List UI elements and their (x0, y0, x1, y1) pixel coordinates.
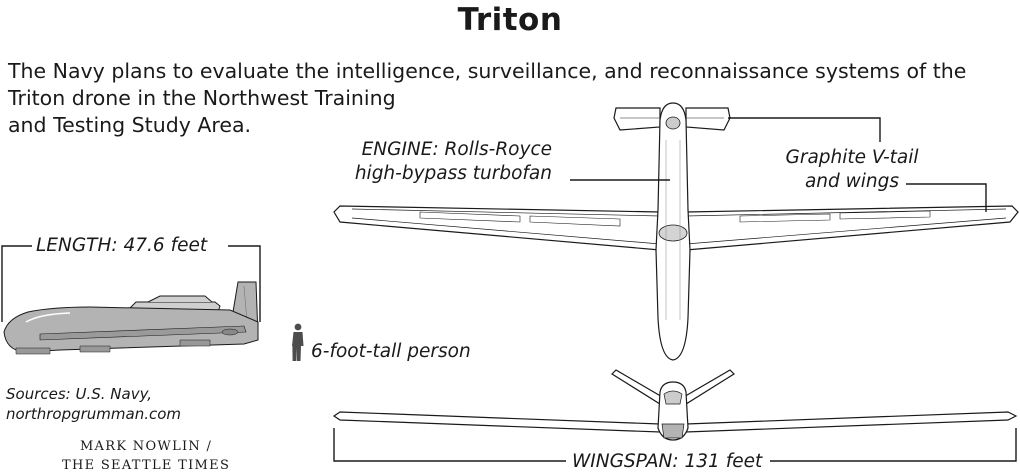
drone-top-view (333, 102, 1019, 361)
tail-label-line-2: and wings (804, 171, 900, 192)
wingspan-bracket-right (770, 428, 1017, 462)
leader-lines (1, 117, 1017, 462)
wingspan-bracket-left (333, 428, 566, 462)
page-title: Triton (457, 2, 563, 38)
person-label: 6-foot-tall person (311, 341, 471, 362)
description-line-3: and Testing Study Area. (8, 113, 252, 137)
description-line-1: The Navy plans to evaluate the intellige… (8, 59, 967, 83)
length-bracket-right (228, 245, 261, 322)
description: The Navy plans to evaluate the intellige… (8, 58, 978, 139)
tail-label: Graphite V-tail and wings (760, 146, 944, 194)
sources: Sources: U.S. Navy, northropgrumman.com (6, 384, 181, 424)
sources-line-1: Sources: U.S. Navy, (6, 385, 153, 403)
length-label: LENGTH: 47.6 feet (36, 235, 208, 256)
credit-line-2: THE SEATTLE TIMES (62, 458, 231, 473)
tail-leader-upper (728, 117, 881, 142)
sources-line-2: northropgrumman.com (6, 405, 182, 423)
tail-label-line-1: Graphite V-tail (785, 147, 919, 168)
credit: MARK NOWLIN / THE SEATTLE TIMES (62, 437, 230, 475)
drone-front-view (332, 369, 1018, 441)
length-bracket-left (1, 245, 32, 322)
tail-leader-lower (906, 183, 987, 212)
engine-label-line-2: high-bypass turbofan (354, 163, 552, 184)
credit-line-1: MARK NOWLIN / (79, 439, 213, 454)
wingspan-label: WINGSPAN: 131 feet (572, 451, 763, 472)
drone-side-view (3, 281, 259, 355)
description-line-2: Triton drone in the Northwest Training (8, 86, 396, 110)
person-silhouette (292, 323, 304, 361)
engine-label: ENGINE: Rolls-Royce high-bypass turbofan (330, 138, 552, 186)
engine-label-line-1: ENGINE: Rolls-Royce (361, 139, 552, 160)
